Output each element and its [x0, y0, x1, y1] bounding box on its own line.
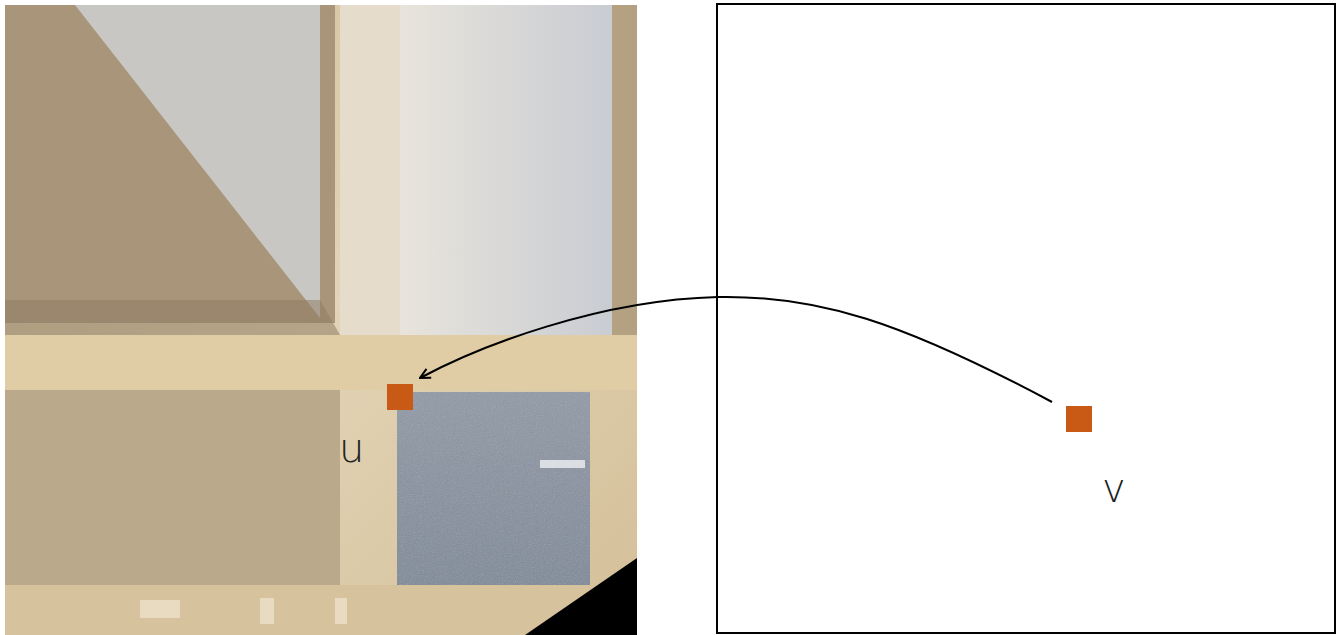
right-strip — [612, 5, 637, 335]
brown-wall — [5, 5, 335, 323]
grey-triangle — [75, 5, 320, 318]
photo-background — [5, 5, 637, 635]
left-panel — [5, 390, 340, 585]
floor-light — [335, 598, 347, 624]
floor-light — [260, 598, 274, 624]
point-marker: v — [1066, 406, 1092, 432]
point-marker: u — [387, 384, 413, 410]
light-band — [5, 335, 637, 390]
grey-panel — [400, 5, 612, 335]
blue-panel — [397, 392, 590, 587]
frame-shadow — [5, 300, 340, 335]
light-column — [340, 5, 400, 385]
point-label: v — [1102, 468, 1126, 508]
black-corner — [525, 558, 637, 635]
reflection — [540, 460, 585, 468]
target-frame — [717, 4, 1335, 633]
point-label: u — [339, 428, 364, 468]
mapping-arrow — [420, 297, 1052, 402]
floor-light — [140, 600, 180, 618]
